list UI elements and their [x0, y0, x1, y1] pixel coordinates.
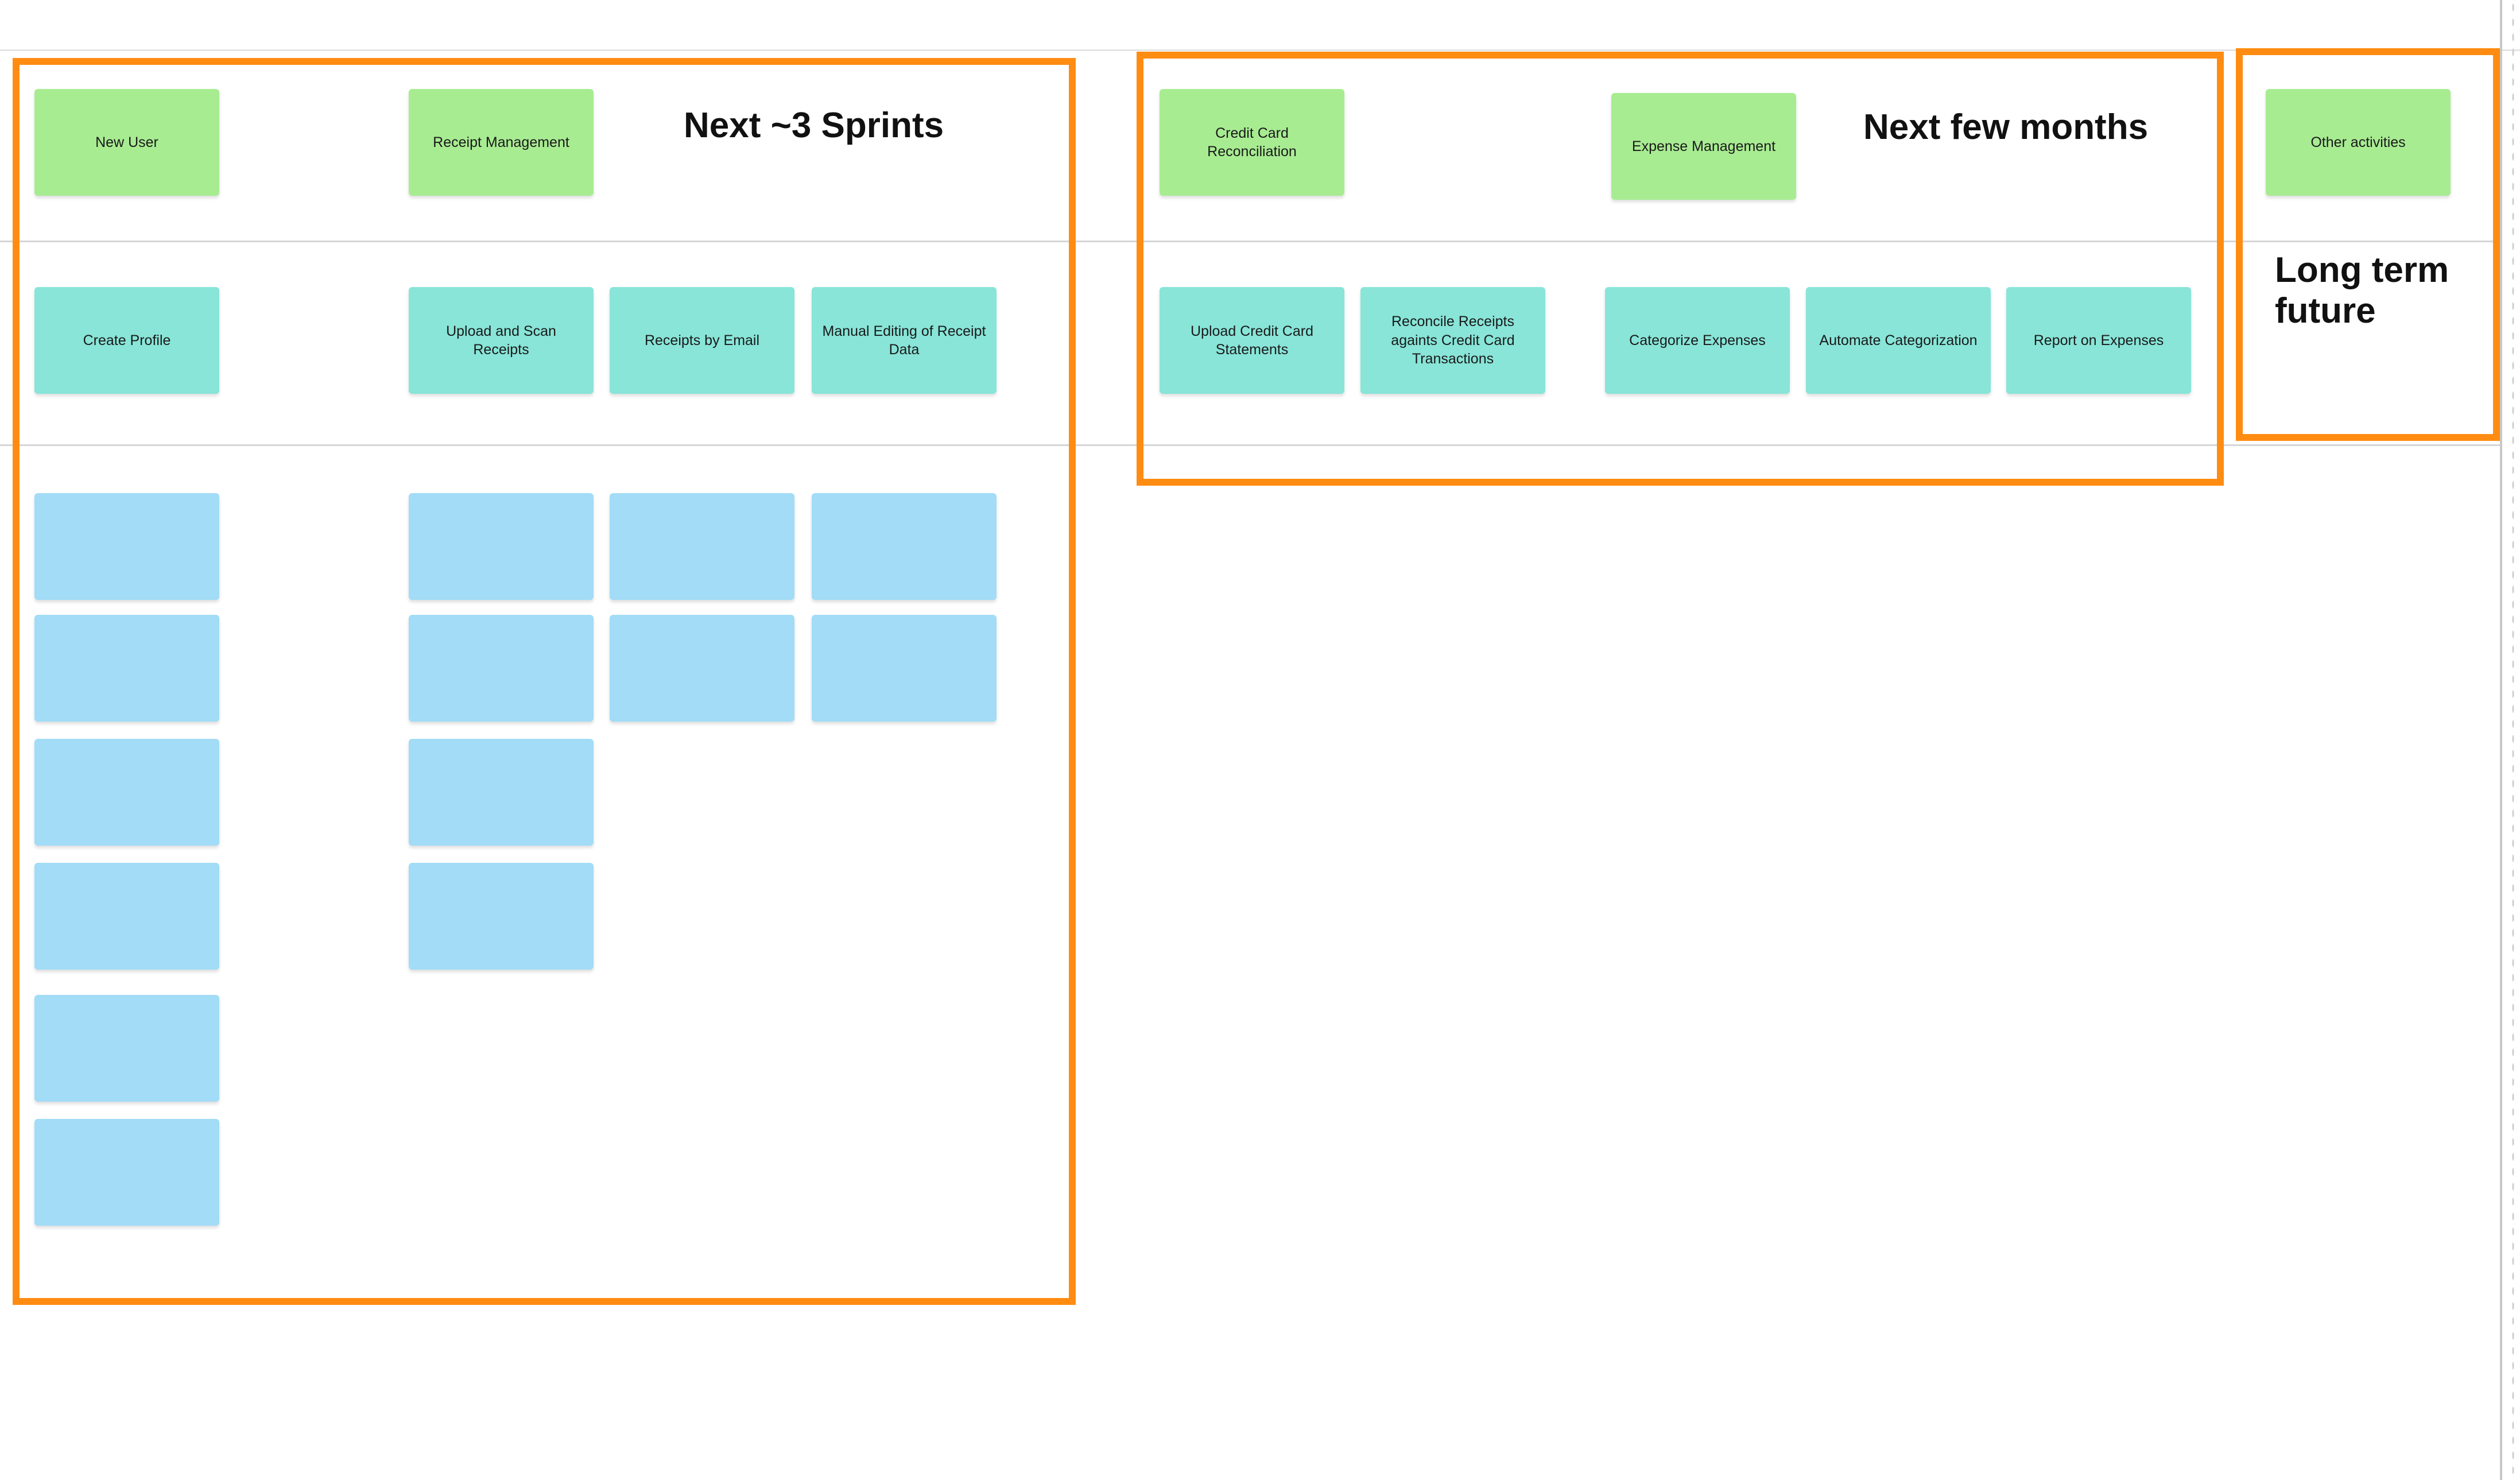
canvas-edge-scrollbar[interactable] [2500, 0, 2502, 1480]
story-placeholder[interactable] [409, 493, 594, 600]
frame-next-3-sprints[interactable] [13, 58, 1076, 1305]
story-placeholder[interactable] [34, 995, 219, 1102]
activities-row-divider [0, 241, 2500, 242]
story-placeholder[interactable] [409, 739, 594, 846]
activity-expense-management[interactable]: Expense Management [1611, 93, 1796, 200]
task-automate-categorization[interactable]: Automate Categorization [1806, 287, 1991, 394]
frame-title-next-3-sprints: Next ~3 Sprints [684, 106, 944, 145]
story-placeholder[interactable] [610, 615, 794, 722]
story-placeholder[interactable] [812, 615, 997, 722]
activity-other-activities[interactable]: Other activities [2266, 89, 2451, 196]
task-upload-and-scan-receipts[interactable]: Upload and Scan Receipts [409, 287, 594, 394]
tasks-row-divider [0, 444, 2500, 446]
story-placeholder[interactable] [812, 493, 997, 600]
canvas-edge-dots [2511, 0, 2515, 1480]
frame-title-next-few-months: Next few months [1863, 107, 2149, 147]
activity-new-user[interactable]: New User [34, 89, 219, 196]
story-placeholder[interactable] [34, 1119, 219, 1226]
frame-title-line-1: Long term [2275, 250, 2449, 290]
task-create-profile[interactable]: Create Profile [34, 287, 219, 394]
frame-next-few-months[interactable] [1137, 52, 2224, 486]
story-placeholder[interactable] [409, 615, 594, 722]
task-manual-editing-of-receipt-data[interactable]: Manual Editing of Receipt Data [812, 287, 997, 394]
frame-title-long-term-future: Long term future [2275, 250, 2449, 332]
task-upload-credit-card-statements[interactable]: Upload Credit Card Statements [1160, 287, 1344, 394]
story-placeholder[interactable] [34, 863, 219, 970]
story-placeholder[interactable] [34, 615, 219, 722]
frame-long-term-future[interactable] [2236, 48, 2500, 441]
story-placeholder[interactable] [610, 493, 794, 600]
story-placeholder[interactable] [409, 863, 594, 970]
task-categorize-expenses[interactable]: Categorize Expenses [1605, 287, 1790, 394]
top-divider [0, 49, 2520, 51]
activity-credit-card-reconciliation[interactable]: Credit Card Reconciliation [1160, 89, 1344, 196]
frame-title-line-2: future [2275, 291, 2376, 331]
task-reconcile-receipts[interactable]: Reconcile Receipts againts Credit Card T… [1360, 287, 1545, 394]
story-placeholder[interactable] [34, 493, 219, 600]
task-receipts-by-email[interactable]: Receipts by Email [610, 287, 794, 394]
story-placeholder[interactable] [34, 739, 219, 846]
task-report-on-expenses[interactable]: Report on Expenses [2006, 287, 2191, 394]
activity-receipt-management[interactable]: Receipt Management [409, 89, 594, 196]
